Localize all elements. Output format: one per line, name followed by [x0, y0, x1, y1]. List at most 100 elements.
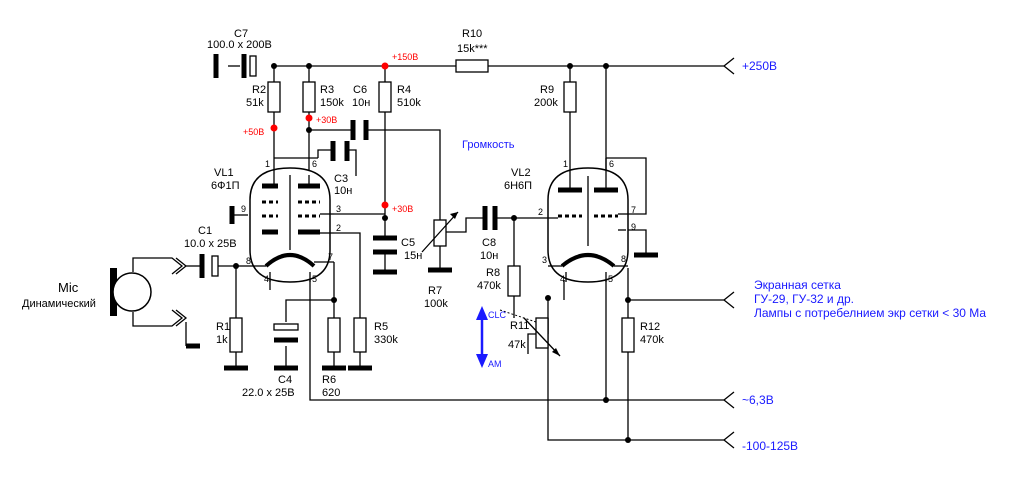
r6-name: R6	[322, 374, 336, 386]
r9-value: 200k	[534, 97, 558, 109]
r2-name: R2	[252, 84, 266, 96]
clc-label: CLC	[488, 310, 507, 320]
c4-value: 22.0 x 25В	[242, 387, 295, 399]
c3-capacitor	[330, 141, 350, 161]
clc-am-arrow	[476, 306, 488, 368]
c1-capacitor	[199, 254, 219, 278]
vl1-pin6: 6	[312, 159, 317, 169]
r7-name: R7	[428, 285, 442, 297]
c8-name: C8	[482, 237, 496, 249]
r1-name: R1	[216, 321, 230, 333]
r3-value: 150k	[320, 97, 344, 109]
r8-value: 470k	[477, 280, 501, 292]
c3-value: 10н	[334, 185, 352, 197]
vl1-pin4: 4	[264, 274, 269, 284]
volume-label: Громкость	[462, 139, 515, 151]
c5-value: 15н	[404, 250, 422, 262]
voltage-50: +50В	[243, 127, 264, 137]
vl2-pin7: 7	[631, 205, 636, 215]
c6-capacitor	[350, 120, 369, 140]
r2-resistor	[267, 81, 281, 113]
vl1-pin9: 9	[241, 204, 246, 214]
microphone-icon	[110, 268, 152, 316]
r3-resistor	[302, 81, 316, 113]
voltage-150: +150В	[392, 52, 418, 62]
r10-resistor	[455, 59, 489, 73]
vl1-type: 6Ф1П	[211, 180, 240, 192]
r9-name: R9	[540, 84, 554, 96]
r4-value: 510k	[397, 97, 421, 109]
vl1-pin5: 5	[312, 274, 317, 284]
r11-name: R11	[510, 320, 529, 332]
r11-potentiometer[interactable]	[499, 309, 561, 357]
r3-name: R3	[320, 84, 334, 96]
c7-name: C7	[234, 28, 248, 40]
r10-name: R10	[462, 28, 482, 40]
c8-capacitor	[482, 206, 498, 230]
c6-name: C6	[353, 84, 367, 96]
r1-resistor	[229, 317, 243, 353]
vl2-pin5: 5	[608, 274, 613, 284]
r10-value: 15k***	[457, 43, 488, 55]
vl2-pin1: 1	[563, 159, 568, 169]
screen-line3: Лампы с потребелнием экр сетки < 30 Ма	[754, 306, 986, 320]
c3-name: C3	[334, 173, 348, 185]
r4-name: R4	[397, 84, 411, 96]
r12-resistor	[621, 317, 635, 353]
r6-value: 620	[322, 387, 340, 399]
voltage-30b: +30В	[392, 204, 413, 214]
vl1-pin2: 2	[336, 223, 341, 233]
vl2-pin2: 2	[538, 207, 543, 217]
c5-name: C5	[401, 237, 415, 249]
r5-name: R5	[374, 321, 388, 333]
r2-value: 51k	[246, 97, 264, 109]
voltage-30a: +30В	[316, 115, 337, 125]
c1-name: C1	[198, 225, 212, 237]
mic-title: Mic	[58, 280, 79, 295]
r7-potentiometer[interactable]	[421, 211, 459, 253]
r9-resistor	[563, 81, 577, 113]
junctions	[233, 63, 631, 443]
vl2-pin4: 4	[560, 274, 565, 284]
vl2-name: VL2	[511, 167, 531, 179]
vl2-pin9: 9	[631, 222, 636, 232]
c5-capacitor	[373, 235, 397, 255]
vl1-pin8: 8	[246, 256, 251, 266]
vl1-pin7: 7	[328, 252, 333, 262]
r1-value: 1k	[216, 334, 228, 346]
r11-value: 47k	[508, 339, 526, 351]
vl1-tube	[249, 158, 334, 283]
c7-value: 100.0 x 200В	[207, 39, 272, 51]
r7-value: 100k	[424, 298, 448, 310]
wires	[132, 57, 735, 449]
mic-subtitle: Динамический	[22, 298, 96, 310]
screen-line2: ГУ-29, ГУ-32 и др.	[754, 292, 854, 306]
c8-value: 10н	[480, 250, 498, 262]
r8-resistor	[507, 265, 521, 297]
vl1-name: VL1	[214, 167, 234, 179]
output-neg: -100-125В	[742, 439, 798, 453]
vl1-pin3: 3	[336, 204, 341, 214]
r5-value: 330k	[374, 334, 398, 346]
vl2-pin6: 6	[609, 159, 614, 169]
c4-capacitor	[273, 323, 299, 343]
r6-resistor	[327, 317, 341, 353]
vl2-tube	[540, 158, 629, 283]
am-label: AM	[488, 359, 502, 369]
vl2-pin3: 3	[542, 255, 547, 265]
voltage-points	[270, 62, 389, 209]
c1-value: 10.0 x 25В	[184, 238, 237, 250]
c4-name: C4	[278, 374, 292, 386]
r12-value: 470k	[640, 334, 664, 346]
r12-name: R12	[640, 321, 660, 333]
r5-resistor	[353, 317, 367, 353]
r4-resistor	[378, 81, 392, 113]
output-63v: ~6,3В	[742, 393, 774, 407]
vl2-pin8: 8	[621, 254, 626, 264]
c7-capacitor	[213, 54, 257, 78]
vl2-type: 6Н6П	[504, 180, 532, 192]
screen-line1: Экранная сетка	[754, 278, 841, 292]
c6-value: 10н	[352, 97, 370, 109]
r8-name: R8	[486, 267, 500, 279]
